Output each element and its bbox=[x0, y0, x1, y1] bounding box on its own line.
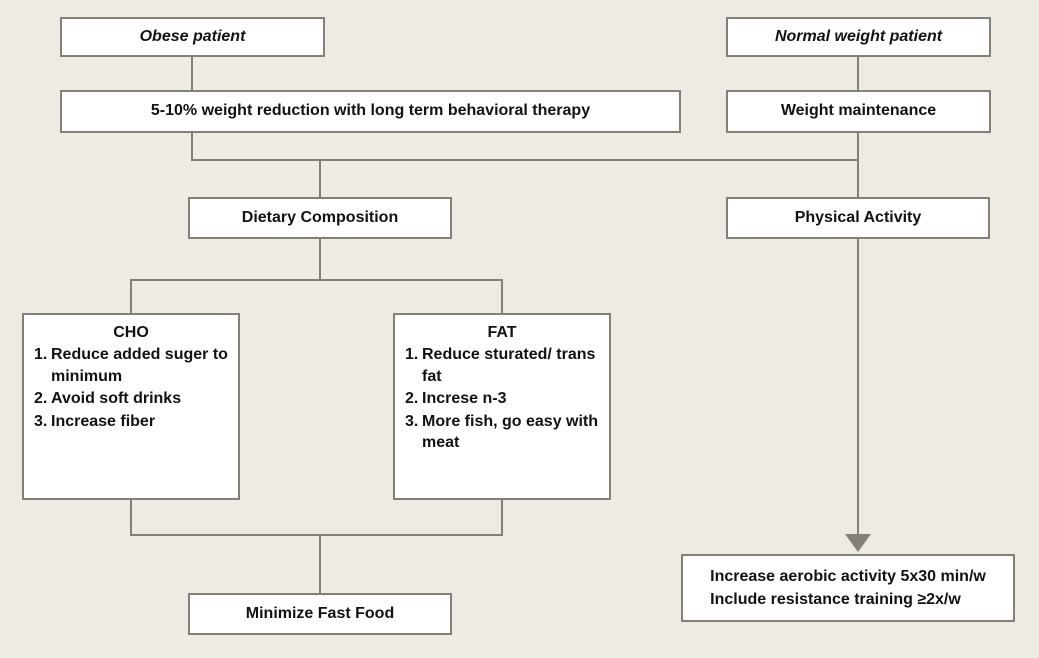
node-minimize-fast-food-label: Minimize Fast Food bbox=[245, 604, 395, 622]
list-item: 1. Reduce sturated/ trans fat bbox=[405, 344, 599, 387]
list-item: 3. Increase fiber bbox=[34, 411, 228, 432]
list-item-number: 3. bbox=[34, 412, 48, 430]
prescription-line-1: Increase aerobic activity 5x30 min/w bbox=[710, 567, 986, 585]
node-weight-reduction[interactable]: 5-10% weight reduction with long term be… bbox=[60, 90, 681, 133]
node-obese-patient[interactable]: Obese patient bbox=[60, 17, 325, 57]
node-minimize-fast-food[interactable]: Minimize Fast Food bbox=[188, 593, 452, 635]
node-obese-patient-label: Obese patient bbox=[139, 27, 246, 45]
prescription-line-2: Include resistance training ≥2x/w bbox=[710, 591, 961, 608]
node-dietary-composition-label: Dietary Composition bbox=[241, 208, 399, 226]
list-item-number: 2. bbox=[34, 390, 48, 408]
list-item-number: 1. bbox=[405, 346, 419, 364]
node-normal-weight-patient[interactable]: Normal weight patient bbox=[726, 17, 991, 57]
node-cho[interactable]: CHO 1. Reduce added suger to minimum 2. … bbox=[22, 313, 240, 500]
list-item-text: Increse n-3 bbox=[422, 390, 507, 408]
list-item: 2. Increse n-3 bbox=[405, 388, 599, 409]
list-item-text: Avoid soft drinks bbox=[51, 390, 182, 408]
list-item-number: 2. bbox=[405, 390, 419, 408]
list-item-number: 1. bbox=[34, 346, 48, 364]
node-physical-activity-label: Physical Activity bbox=[794, 208, 922, 226]
node-fat[interactable]: FAT 1. Reduce sturated/ trans fat 2. Inc… bbox=[393, 313, 611, 500]
node-weight-maintenance[interactable]: Weight maintenance bbox=[726, 90, 991, 133]
list-item: 2. Avoid soft drinks bbox=[34, 388, 228, 409]
node-activity-prescription[interactable]: Increase aerobic activity 5x30 min/w Inc… bbox=[681, 554, 1015, 622]
node-normal-weight-patient-label: Normal weight patient bbox=[774, 27, 943, 45]
list-item-text: Increase fiber bbox=[51, 412, 156, 430]
arrowhead-icon bbox=[845, 534, 871, 552]
node-activity-prescription-text: Increase aerobic activity 5x30 min/w Inc… bbox=[702, 565, 994, 611]
list-item-text: Reduce sturated/ trans fat bbox=[422, 346, 596, 385]
node-dietary-composition[interactable]: Dietary Composition bbox=[188, 197, 452, 239]
list-item-text: Reduce added suger to minimum bbox=[51, 346, 228, 385]
node-fat-title: FAT bbox=[487, 324, 517, 341]
node-weight-reduction-label: 5-10% weight reduction with long term be… bbox=[150, 102, 591, 120]
list-item: 3. More fish, go easy with meat bbox=[405, 411, 599, 454]
node-weight-maintenance-label: Weight maintenance bbox=[780, 102, 937, 120]
node-cho-title: CHO bbox=[113, 324, 149, 341]
list-item: 1. Reduce added suger to minimum bbox=[34, 344, 228, 387]
node-physical-activity[interactable]: Physical Activity bbox=[726, 197, 990, 239]
list-item-number: 3. bbox=[405, 412, 419, 430]
list-item-text: More fish, go easy with meat bbox=[422, 412, 599, 452]
